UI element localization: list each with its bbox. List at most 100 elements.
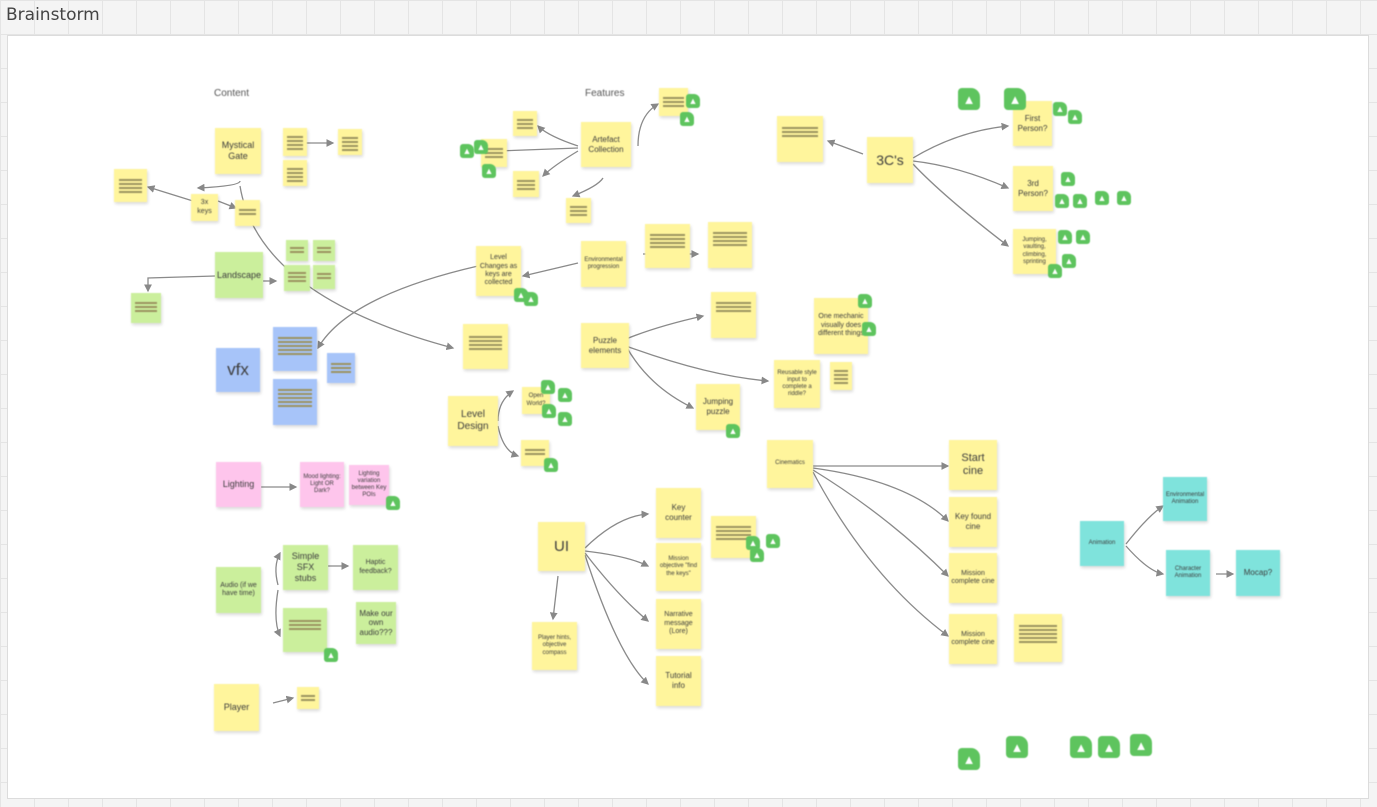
note-mission-objective[interactable]: Mission objective "find the keys": [656, 543, 701, 591]
thumbs-up-icon[interactable]: ▲: [1117, 191, 1131, 205]
thumbs-up-icon[interactable]: ▲: [324, 648, 338, 662]
note-mission-complete-1[interactable]: Mission complete cine: [949, 553, 997, 603]
note-key-counter[interactable]: Key counter: [656, 488, 701, 538]
note-simple-sfx[interactable]: Simple SFX stubs: [283, 545, 328, 590]
note-lines[interactable]: [708, 222, 752, 268]
note-env-animation[interactable]: Environmental Animation: [1163, 477, 1207, 521]
frame-title[interactable]: Brainstorm: [6, 5, 100, 25]
note-lighting[interactable]: Lighting: [216, 462, 261, 507]
thumbs-up-icon[interactable]: ▲: [958, 748, 980, 770]
note-mocap[interactable]: Mocap?: [1236, 550, 1280, 596]
note-level-design[interactable]: Level Design: [448, 396, 498, 446]
note-reusable-input[interactable]: Reusable style input to complete a riddl…: [774, 360, 820, 408]
note-lines[interactable]: [284, 265, 310, 291]
thumbs-up-icon[interactable]: ▲: [460, 144, 474, 158]
note-artefact[interactable]: Artefact Collection: [581, 122, 631, 167]
thumbs-up-icon[interactable]: ▲: [1053, 102, 1067, 116]
note-lines[interactable]: [286, 240, 308, 261]
note-puzzle[interactable]: Puzzle elements: [581, 323, 629, 368]
thumbs-up-icon[interactable]: ▲: [541, 380, 555, 394]
note-tutorial[interactable]: Tutorial info: [656, 656, 701, 706]
note-mission-complete-2[interactable]: Mission complete cine: [949, 614, 997, 664]
note-lines[interactable]: [645, 224, 690, 268]
thumbs-up-icon[interactable]: ▲: [1070, 736, 1092, 758]
whiteboard-canvas[interactable]: Content Features Mystical Gate 3x keys L…: [7, 35, 1369, 799]
note-key-found[interactable]: Key found cine: [949, 497, 997, 547]
note-lighting-variation[interactable]: Lighting variation between Key POIs: [349, 465, 389, 505]
note-lines[interactable]: [283, 160, 307, 186]
thumbs-up-icon[interactable]: ▲: [1004, 88, 1026, 110]
note-lines[interactable]: [313, 265, 335, 289]
thumbs-up-icon[interactable]: ▲: [558, 388, 572, 402]
note-ui[interactable]: UI: [538, 522, 585, 571]
note-animation[interactable]: Animation: [1080, 521, 1124, 566]
note-make-audio[interactable]: Make our own audio???: [356, 602, 396, 644]
thumbs-up-icon[interactable]: ▲: [474, 140, 488, 154]
thumbs-up-icon[interactable]: ▲: [386, 496, 400, 510]
note-lines[interactable]: [283, 128, 307, 156]
thumbs-up-icon[interactable]: ▲: [1095, 191, 1109, 205]
note-lines[interactable]: [830, 362, 852, 390]
thumbs-up-icon[interactable]: ▲: [766, 534, 780, 548]
thumbs-up-icon[interactable]: ▲: [542, 404, 556, 418]
note-lines[interactable]: [313, 240, 335, 261]
note-lines[interactable]: [283, 608, 327, 652]
note-mystical-gate[interactable]: Mystical Gate: [215, 128, 261, 174]
note-keys[interactable]: 3x keys: [191, 194, 218, 221]
note-env-progression[interactable]: Environmental progression: [581, 241, 626, 287]
note-char-animation[interactable]: Character Animation: [1166, 550, 1210, 596]
thumbs-up-icon[interactable]: ▲: [958, 88, 980, 110]
note-lines[interactable]: [513, 111, 537, 136]
note-vfx[interactable]: vfx: [216, 348, 260, 392]
note-lines[interactable]: [777, 116, 823, 162]
thumbs-up-icon[interactable]: ▲: [1076, 230, 1090, 244]
thumbs-up-icon[interactable]: ▲: [558, 412, 572, 426]
note-landscape[interactable]: Landscape: [215, 252, 263, 298]
thumbs-up-icon[interactable]: ▲: [524, 292, 538, 306]
thumbs-up-icon[interactable]: ▲: [726, 424, 740, 438]
thumbs-up-icon[interactable]: ▲: [1130, 734, 1152, 756]
note-third-person[interactable]: 3rd Person?: [1013, 166, 1053, 211]
thumbs-up-icon[interactable]: ▲: [1073, 194, 1087, 208]
thumbs-up-icon[interactable]: ▲: [1058, 230, 1072, 244]
note-lines[interactable]: [1014, 614, 1062, 662]
thumbs-up-icon[interactable]: ▲: [1098, 736, 1120, 758]
note-3cs[interactable]: 3C's: [867, 137, 913, 183]
note-lines[interactable]: [513, 171, 539, 197]
thumbs-up-icon[interactable]: ▲: [1048, 264, 1062, 278]
note-lines[interactable]: [297, 687, 319, 709]
note-audio[interactable]: Audio (if we have time): [216, 567, 261, 613]
thumbs-up-icon[interactable]: ▲: [862, 322, 876, 336]
thumbs-up-icon[interactable]: ▲: [858, 294, 872, 308]
thumbs-up-icon[interactable]: ▲: [750, 548, 764, 562]
thumbs-up-icon[interactable]: ▲: [1062, 254, 1076, 268]
note-narrative[interactable]: Narrative message (Lore): [656, 599, 701, 649]
note-cinematics[interactable]: Cinematics: [767, 440, 813, 488]
note-lines[interactable]: [463, 324, 508, 369]
thumbs-up-icon[interactable]: ▲: [482, 164, 496, 178]
thumbs-up-icon[interactable]: ▲: [1006, 736, 1028, 758]
thumbs-up-icon[interactable]: ▲: [680, 112, 694, 126]
note-lines[interactable]: [521, 440, 549, 466]
note-lines[interactable]: [273, 327, 317, 371]
note-lines[interactable]: [327, 353, 355, 383]
thumbs-up-icon[interactable]: ▲: [1055, 194, 1069, 208]
note-jumping-puzzle[interactable]: Jumping puzzle: [696, 384, 740, 430]
thumbs-up-icon[interactable]: ▲: [686, 94, 700, 108]
thumbs-up-icon[interactable]: ▲: [1068, 110, 1082, 124]
note-player[interactable]: Player: [214, 684, 259, 731]
note-lines[interactable]: [273, 379, 317, 425]
note-lines[interactable]: [566, 198, 591, 223]
note-lines[interactable]: [131, 293, 161, 323]
note-start-cine[interactable]: Start cine: [949, 440, 997, 490]
note-haptic[interactable]: Haptic feedback?: [353, 545, 398, 590]
note-lines[interactable]: [711, 292, 756, 338]
thumbs-up-icon[interactable]: ▲: [1061, 172, 1075, 186]
note-lines[interactable]: [235, 200, 260, 226]
note-level-changes[interactable]: Level Changes as keys are collected: [476, 246, 521, 296]
thumbs-up-icon[interactable]: ▲: [746, 536, 760, 550]
thumbs-up-icon[interactable]: ▲: [544, 458, 558, 472]
note-player-hints[interactable]: Player hints, objective compass: [532, 622, 577, 670]
note-lines[interactable]: [659, 88, 688, 116]
note-mood-lighting[interactable]: Mood lighting: Light OR Dark?: [300, 462, 344, 507]
